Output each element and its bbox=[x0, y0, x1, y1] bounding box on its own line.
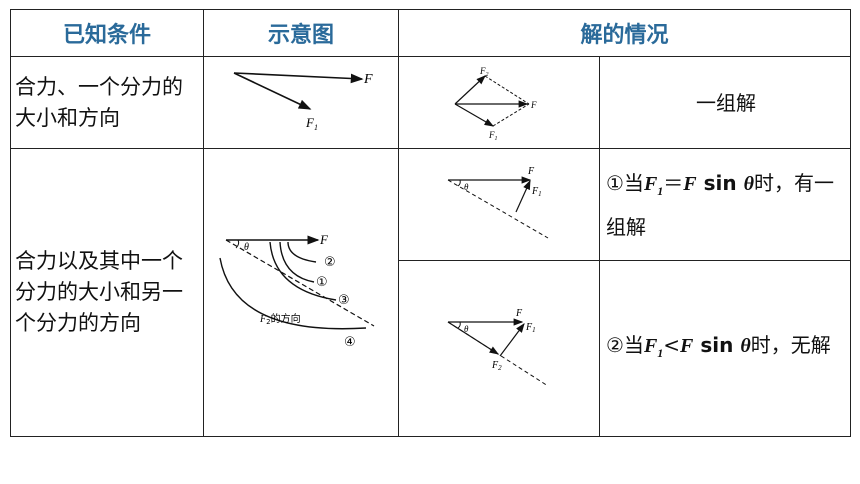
row1-condition: 合力、一个分力的大小和方向 bbox=[10, 56, 204, 149]
row-two-b: θ F F1 F2 ②当F1<F sin θ时，无解 bbox=[11, 260, 852, 437]
header-known: 已知条件 bbox=[10, 9, 204, 57]
row2-diagram-cell: F θ ② ① ③ ④ F2的方向 bbox=[203, 148, 399, 437]
row1-solution-diagram-cell: F2 F F1 bbox=[398, 56, 600, 149]
label-f1: F1 bbox=[525, 322, 536, 334]
f2-direction-label: F2的方向 bbox=[259, 312, 301, 326]
label-f2: F2 bbox=[479, 66, 489, 78]
header-solution: 解的情况 bbox=[397, 9, 852, 57]
header-row: 已知条件 示意图 解的情况 bbox=[10, 9, 852, 57]
case1-result: ①当F1＝F sin θ时，有一组解 bbox=[598, 148, 852, 261]
theta-label: θ bbox=[464, 182, 469, 192]
case2-diagram: θ F F1 F2 bbox=[447, 308, 549, 386]
solution-table: 已知条件 示意图 解的情况 合力、一个分力的大小和方向 F F1 F2 F bbox=[10, 9, 852, 437]
theta-label: θ bbox=[244, 242, 249, 253]
label-f1: F1 bbox=[531, 186, 542, 198]
row1-result: 一组解 bbox=[598, 56, 852, 149]
row-one: 合力、一个分力的大小和方向 F F1 F2 F F1 一组解 bbox=[10, 56, 852, 149]
label-f1: F1 bbox=[488, 130, 498, 142]
case2-diagram-cell: θ F F1 F2 bbox=[398, 260, 600, 437]
f2-direction-line bbox=[225, 238, 375, 327]
label-f: F bbox=[319, 232, 329, 247]
case-2-label: ② bbox=[324, 255, 336, 270]
case2-result: ②当F1<F sin θ时，无解 bbox=[598, 260, 852, 437]
label-f2: F2 bbox=[491, 360, 502, 372]
f1-arrow bbox=[233, 71, 312, 110]
case-3-label: ③ bbox=[338, 293, 350, 308]
case-1-label: ① bbox=[316, 275, 328, 290]
case1-diagram: θ F F1 bbox=[447, 166, 549, 238]
theta-label: θ bbox=[464, 324, 469, 334]
row-two-a: 合力以及其中一个分力的大小和另一个分力的方向 F θ ② ① ③ ④ F2的方向 bbox=[10, 148, 852, 437]
row1-diagram-cell: F F1 bbox=[203, 56, 399, 149]
resultant-arrow bbox=[233, 71, 364, 83]
label-f: F bbox=[363, 72, 373, 87]
case-4-label: ④ bbox=[344, 335, 356, 350]
row2-diagram: F θ ② ① ③ ④ F2的方向 bbox=[219, 232, 375, 350]
label-f: F bbox=[515, 308, 523, 319]
row1-diagram: F F1 bbox=[233, 71, 373, 132]
label-f: F bbox=[530, 100, 537, 110]
label-f: F bbox=[527, 166, 535, 177]
label-f1: F1 bbox=[305, 115, 318, 132]
case1-diagram-cell: θ F F1 bbox=[398, 148, 600, 261]
header-diagram: 示意图 bbox=[203, 9, 399, 57]
row2-condition: 合力以及其中一个分力的大小和另一个分力的方向 bbox=[10, 148, 204, 437]
row1-solution-diagram: F2 F F1 bbox=[454, 66, 537, 142]
